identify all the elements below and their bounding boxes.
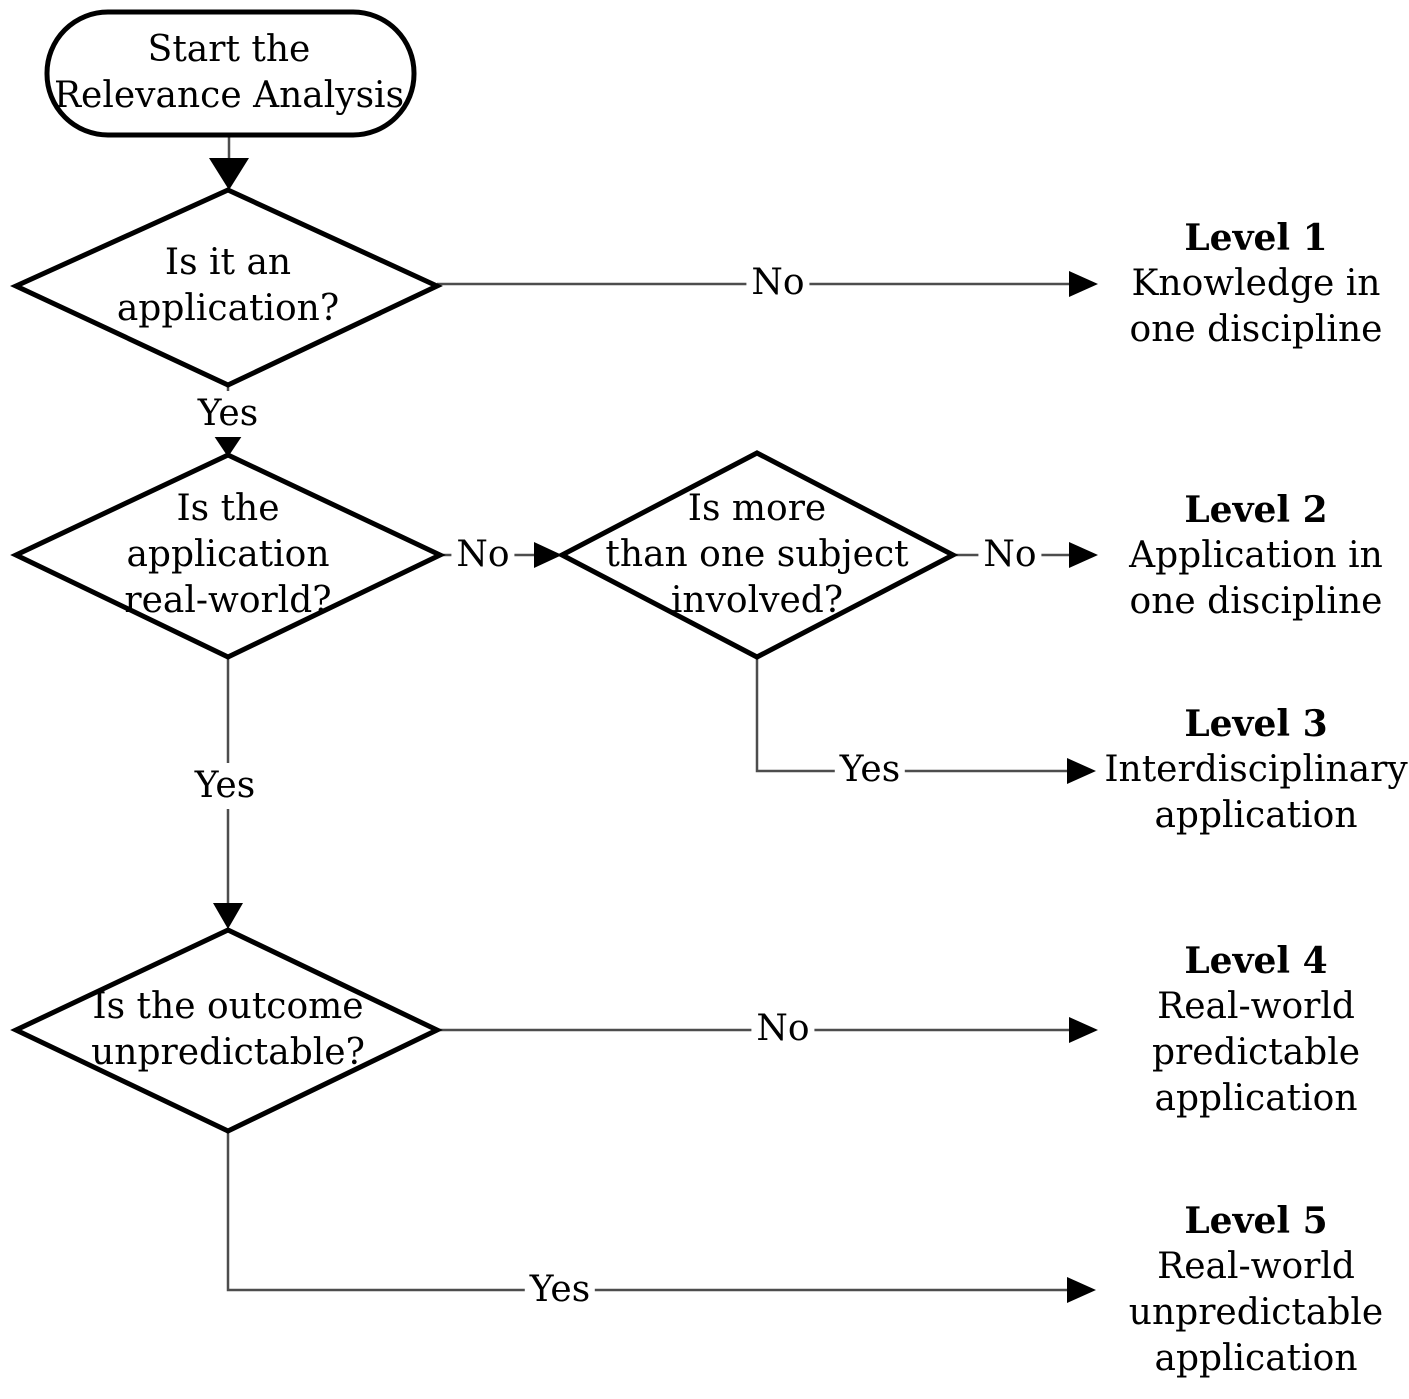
outcome-line: one discipline <box>1129 581 1383 622</box>
edge-label-q4-no: No <box>751 1006 815 1052</box>
outcome-level1-title: Level 1 <box>1184 217 1328 259</box>
edge-label-q1-yes: Yes <box>192 391 264 437</box>
outcome-level3: Level 3 Interdisciplinary application <box>1104 701 1407 839</box>
decision-q3-label: Is more than one subject involved? <box>605 486 908 624</box>
arrowhead-into-q3 <box>534 542 562 568</box>
decision-line: application <box>126 534 330 575</box>
outcome-level2-title: Level 2 <box>1184 489 1328 531</box>
outcome-level5: Level 5 Real-world unpredictable applica… <box>1129 1198 1383 1382</box>
outcome-line: Interdisciplinary <box>1104 749 1408 790</box>
edge-label-q4-yes: Yes <box>524 1267 596 1313</box>
edge-label-q2-yes: Yes <box>189 763 261 809</box>
decision-line: Is the <box>176 488 280 529</box>
arrowhead-into-q1 <box>209 158 249 190</box>
decision-q4-shape <box>10 927 443 1134</box>
arrowhead-to-level1 <box>1069 271 1098 297</box>
arrowhead-to-level4 <box>1069 1017 1098 1043</box>
edge-label-q2-no: No <box>451 532 515 578</box>
outcome-level4: Level 4 Real-world predictable applicati… <box>1152 938 1360 1122</box>
decision-line: Is the outcome <box>92 986 364 1027</box>
outcome-line: Real-world <box>1157 986 1355 1027</box>
edge-label-q3-yes: Yes <box>834 747 906 793</box>
outcome-line: one discipline <box>1129 309 1383 350</box>
outcome-line: unpredictable <box>1128 1292 1384 1333</box>
arrowhead-into-q4 <box>213 903 243 929</box>
outcome-level5-title: Level 5 <box>1184 1200 1328 1242</box>
decision-line: application? <box>116 288 340 329</box>
outcome-level2: Level 2 Application in one discipline <box>1129 487 1383 625</box>
outcome-line: application <box>1154 1338 1358 1379</box>
connector-q3-yes <box>755 657 1068 773</box>
decision-q2-shape <box>10 452 446 660</box>
decision-line: unpredictable? <box>91 1032 365 1073</box>
start-node-line: Relevance Analysis <box>53 75 405 116</box>
decision-q4-label: Is the outcome unpredictable? <box>91 984 365 1076</box>
decision-line: Is it an <box>164 242 292 283</box>
decision-line: real-world? <box>124 580 332 621</box>
outcome-level4-title: Level 4 <box>1184 940 1328 982</box>
outcome-line: Knowledge in <box>1131 263 1381 304</box>
decision-q2-label: Is the application real-world? <box>124 486 331 624</box>
connector-q4-yes <box>226 1131 1068 1292</box>
arrowhead-to-level5 <box>1067 1277 1096 1303</box>
arrowhead-to-level3 <box>1067 758 1096 784</box>
outcome-line: application <box>1154 795 1358 836</box>
decision-q1-label: Is it an application? <box>117 240 339 332</box>
start-node-label: Start the Relevance Analysis <box>54 27 404 119</box>
decision-q1-shape <box>10 187 443 388</box>
outcome-line: predictable <box>1151 1032 1361 1073</box>
decision-q3-shape <box>556 450 959 660</box>
outcome-level3-title: Level 3 <box>1184 703 1328 745</box>
arrowhead-into-q2 <box>214 436 242 457</box>
outcome-level1: Level 1 Knowledge in one discipline <box>1130 215 1383 353</box>
start-node-line: Start the <box>147 29 311 70</box>
decision-line: involved? <box>670 580 844 621</box>
outcome-line: Application in <box>1129 535 1383 576</box>
decision-line: Is more <box>687 488 827 529</box>
edge-label-q3-no: No <box>978 532 1042 578</box>
start-node-shape <box>44 9 417 138</box>
outcome-line: application <box>1154 1078 1358 1119</box>
decision-line: than one subject <box>605 534 909 575</box>
arrowhead-to-level2 <box>1069 542 1098 568</box>
edge-label-q1-no: No <box>746 260 810 306</box>
outcome-line: Real-world <box>1157 1246 1355 1287</box>
